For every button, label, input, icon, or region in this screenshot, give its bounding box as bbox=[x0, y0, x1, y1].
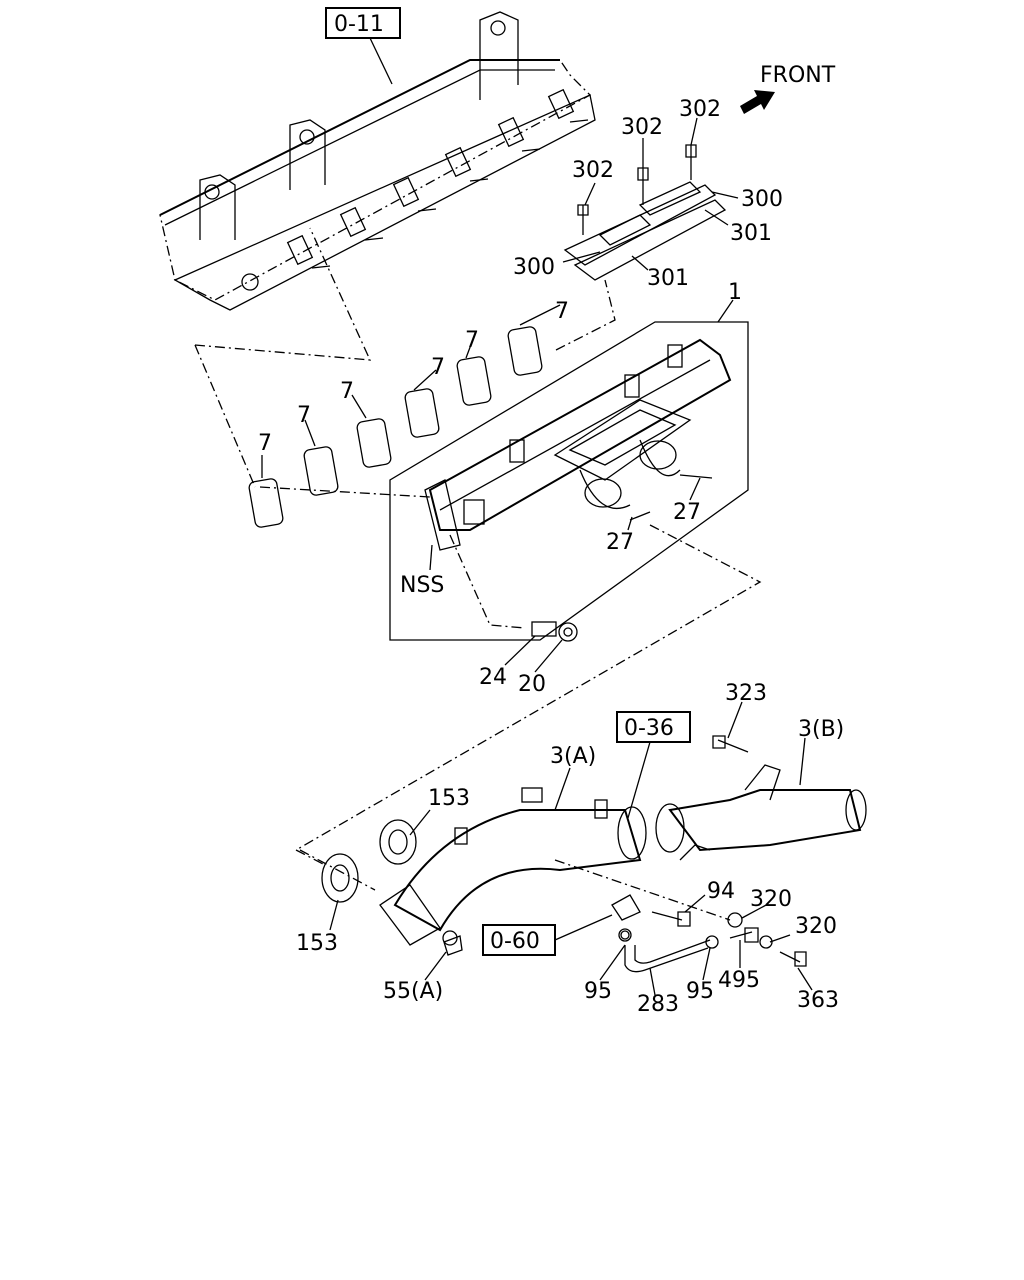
front-arrow-icon bbox=[740, 90, 775, 114]
callout-301: 301 bbox=[730, 221, 772, 246]
callout-7: 7 bbox=[340, 379, 354, 404]
reference-box-0-36: 0-36 bbox=[616, 711, 691, 819]
callout-leaders bbox=[329, 117, 813, 996]
callout-7: 7 bbox=[431, 355, 445, 380]
callout-495: 495 bbox=[718, 968, 760, 993]
reference-label: 0-11 bbox=[334, 12, 384, 37]
exhaust-pipe-a-drawing bbox=[379, 787, 647, 946]
manifold-gaskets-drawing bbox=[248, 304, 561, 528]
callout-7: 7 bbox=[465, 328, 479, 353]
callout-95: 95 bbox=[584, 979, 612, 1004]
front-direction-indicator: FRONT bbox=[740, 63, 836, 114]
pipe-gaskets-153-drawing bbox=[321, 819, 417, 903]
reference-label: 0-60 bbox=[490, 929, 540, 954]
alignment-lines bbox=[194, 227, 762, 921]
callout-320: 320 bbox=[750, 887, 792, 912]
callout-7: 7 bbox=[555, 299, 569, 324]
sensor-hose-drawing bbox=[443, 894, 807, 973]
callout-1: 1 bbox=[728, 280, 742, 305]
callout-27: 27 bbox=[606, 530, 634, 555]
callout-153: 153 bbox=[428, 786, 470, 811]
callout-94: 94 bbox=[707, 879, 735, 904]
callout-300: 300 bbox=[741, 187, 783, 212]
stud-nut-drawing bbox=[531, 621, 578, 642]
reference-box-0-11: 0-11 bbox=[325, 7, 401, 85]
callout-95: 95 bbox=[686, 979, 714, 1004]
reference-box-0-60: 0-60 bbox=[482, 914, 613, 956]
callout-labels: 302 302 302 300 301 300 301 1 7 7 7 7 7 … bbox=[258, 97, 844, 1017]
reference-label: 0-36 bbox=[624, 716, 674, 741]
callout-20: 20 bbox=[518, 672, 546, 697]
callout-27: 27 bbox=[673, 500, 701, 525]
callout-301: 301 bbox=[647, 266, 689, 291]
bolt-323-drawing bbox=[712, 735, 749, 753]
heat-shield-plates-drawing bbox=[563, 144, 727, 281]
callout-302: 302 bbox=[679, 97, 721, 122]
callout-3a: 3(A) bbox=[550, 744, 596, 769]
cylinder-head-drawing bbox=[159, 11, 596, 311]
callout-323: 323 bbox=[725, 681, 767, 706]
front-label: FRONT bbox=[760, 63, 836, 88]
callout-7: 7 bbox=[258, 431, 272, 456]
callout-302: 302 bbox=[572, 158, 614, 183]
callout-300: 300 bbox=[513, 255, 555, 280]
callout-55a: 55(A) bbox=[383, 979, 443, 1004]
callout-153: 153 bbox=[296, 931, 338, 956]
callout-363: 363 bbox=[797, 988, 839, 1013]
callout-302: 302 bbox=[621, 115, 663, 140]
callout-nss: NSS bbox=[400, 573, 444, 598]
exhaust-pipe-b-drawing bbox=[655, 764, 867, 861]
callout-7: 7 bbox=[297, 403, 311, 428]
callout-283: 283 bbox=[637, 992, 679, 1017]
callout-24: 24 bbox=[479, 665, 507, 690]
callout-3b: 3(B) bbox=[798, 717, 844, 742]
exhaust-manifold-drawing bbox=[389, 321, 749, 641]
callout-320: 320 bbox=[795, 914, 837, 939]
